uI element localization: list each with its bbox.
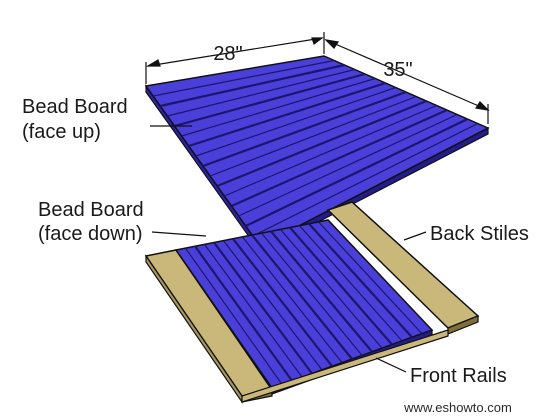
- bottom-board-leader: [151, 231, 207, 237]
- front-rail-bottom-strip: [241, 329, 449, 403]
- back-stiles-leader: [403, 231, 427, 241]
- front-rails-leader: [375, 357, 407, 373]
- bead-groove: [223, 240, 323, 371]
- bead-groove: [308, 223, 413, 338]
- bead-groove: [167, 68, 355, 117]
- depth-dimension-label: 35": [383, 59, 412, 81]
- bead-groove: [238, 113, 458, 217]
- bead-groove: [174, 72, 366, 128]
- bead-groove: [202, 90, 407, 168]
- bead-groove: [289, 226, 393, 346]
- top-panel-grooves: [153, 59, 479, 237]
- width-dimension-label: 28": [213, 43, 242, 65]
- bead-groove: [216, 99, 427, 188]
- bead-groove: [261, 232, 363, 356]
- bottom-assembly: [144, 201, 480, 404]
- bottom-board-label-line2: (face down): [38, 223, 143, 245]
- bead-groove: [224, 104, 437, 197]
- bead-groove: [153, 59, 335, 97]
- bead-groove: [204, 244, 303, 378]
- bead-groove: [188, 81, 386, 148]
- bead-groove: [245, 118, 468, 227]
- back-stiles-label: Back Stiles: [430, 223, 529, 245]
- top-board-label-line1: Bead Board: [22, 96, 128, 118]
- bottom-board-label-line1: Bead Board: [38, 199, 144, 221]
- top-panel-face: [144, 55, 490, 247]
- top-board-label-line2: (face up): [22, 121, 101, 143]
- bottom-panel-grooves: [185, 221, 423, 385]
- bead-groove: [181, 77, 376, 137]
- bead-groove: [232, 238, 333, 367]
- bead-groove: [195, 86, 396, 157]
- bead-groove: [270, 230, 373, 353]
- bead-groove: [252, 122, 479, 237]
- width-dimension: [145, 32, 325, 84]
- bead-groove: [280, 228, 383, 349]
- bead-groove: [160, 63, 345, 108]
- bead-groove: [231, 108, 448, 208]
- bead-groove: [213, 241, 313, 375]
- watermark: www.eshowto.com: [403, 400, 512, 415]
- bead-groove: [318, 221, 423, 335]
- bead-groove: [242, 236, 343, 363]
- bead-groove: [194, 245, 293, 382]
- bead-groove: [299, 225, 403, 342]
- bead-groove: [185, 247, 283, 385]
- front-rails-label: Front Rails: [410, 365, 507, 387]
- bead-groove: [209, 95, 417, 177]
- top-beadboard-panel: [144, 55, 490, 254]
- bead-groove: [251, 234, 353, 360]
- depth-dimension: [324, 39, 490, 124]
